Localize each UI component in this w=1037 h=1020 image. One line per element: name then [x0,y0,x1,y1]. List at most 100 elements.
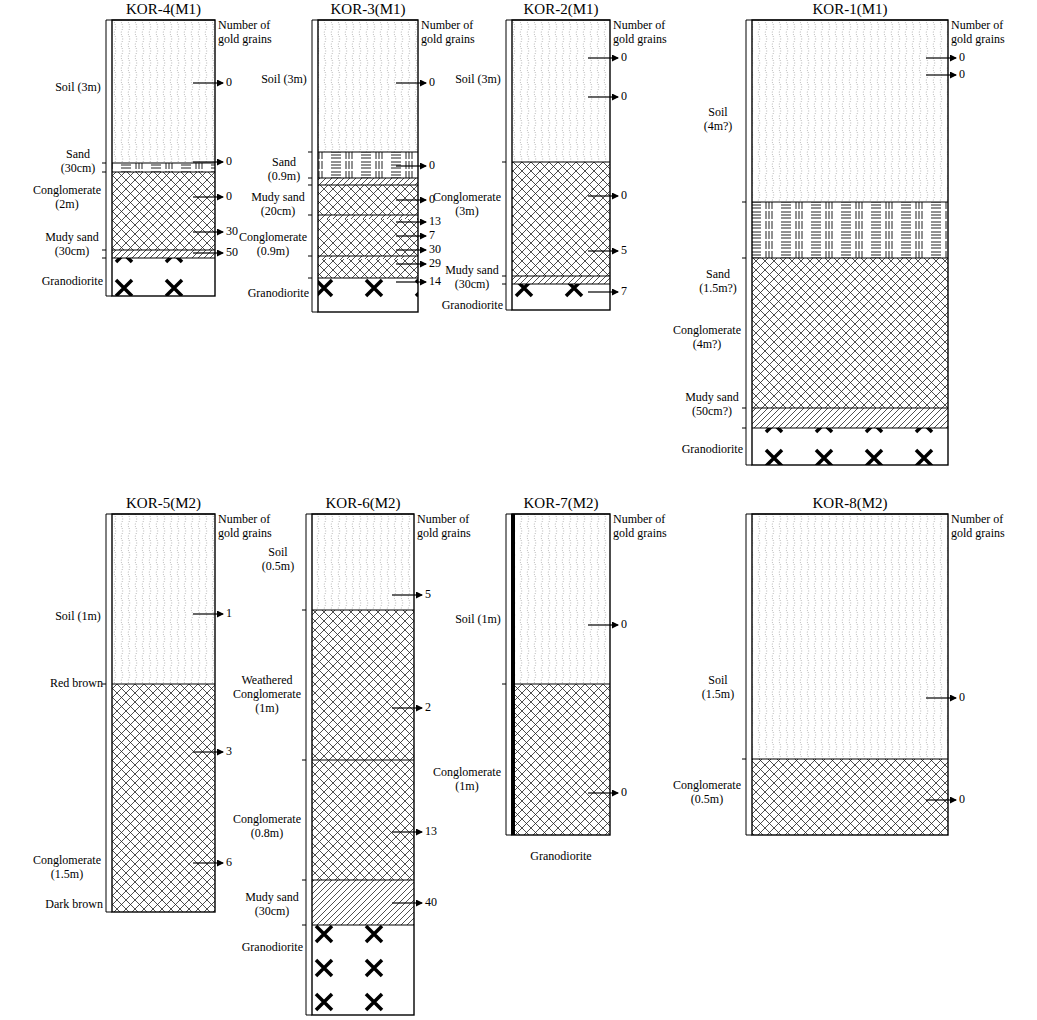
layer-boundary [318,278,418,279]
layer-boundary [112,163,215,164]
depth-bracket [506,514,507,835]
layer-label: Mudy sand (30cm) [41,231,103,259]
conglomerate-layer [752,258,948,408]
layer-label: Sand (0.9m) [259,156,309,184]
soil-layer [112,20,215,163]
column-title: KOR-7(M2) [524,495,599,512]
gold-count: 30 [429,243,441,257]
layer-boundary [312,925,414,926]
column-outline [112,20,215,296]
sample-arrow [588,792,618,793]
layer-boundary [752,202,948,203]
mudy-sand-layer [112,250,215,258]
sample-arrow [396,235,426,236]
layer-boundary [752,428,948,429]
sample-arrow [588,624,618,625]
layer-label: Granodiorite [442,299,503,313]
bracket-tick [106,912,112,913]
sand-layer [752,202,948,258]
soil-layer [318,20,418,152]
mudy-sand-layer [318,178,418,185]
layer-boundary [512,162,610,163]
sample-arrow [396,263,426,264]
column-title: KOR-8(M2) [813,495,888,512]
depth-bracket [106,20,107,296]
layer-boundary [312,760,414,761]
bracket-tick [746,514,752,515]
layer-boundary [318,152,418,153]
mudy-sand-layer [512,276,610,284]
sample-arrow [392,902,422,903]
gold-count: 0 [621,51,627,65]
column-header: Number of gold grains [417,513,489,541]
sample-arrow [588,195,618,196]
bracket-tick [106,296,112,297]
sample-arrow [926,799,956,800]
bracket-tick [308,215,312,216]
sample-arrow [193,613,223,614]
layer-label: Soil (3m) [453,73,503,87]
bracket-tick [306,514,312,515]
layer-boundary [112,172,215,173]
bracket-tick [742,428,746,429]
layer-label: Mudy sand (30cm) [241,891,303,919]
bracket-tick [102,258,106,259]
gold-count: 0 [621,189,627,203]
sample-arrow [396,281,426,282]
layer-boundary [752,759,948,760]
column-header: Number of gold grains [613,19,685,47]
column-title: KOR-2(M1) [524,1,599,18]
bracket-tick [308,178,312,179]
bracket-tick [312,20,318,21]
column-outline [512,514,610,835]
gold-count: 0 [959,793,965,807]
layer-label: Conglomerate (1.5m) [31,854,103,882]
columns [102,20,956,1015]
mudy-sand-layer [318,256,418,259]
layer-boundary [512,276,610,277]
layer-label: Conglomerate (0.5m) [671,779,743,807]
conglomerate-layer [112,684,215,912]
column-title: KOR-3(M1) [331,1,406,18]
bracket-tick [506,514,512,515]
depth-bracket [746,20,747,465]
bracket-tick [302,880,306,881]
gold-count: 5 [621,244,627,258]
soil-layer [512,514,610,684]
layer-label: Granodiorite [242,941,303,955]
layer-label: Soil (0.5m) [253,546,303,574]
layer-label: Dark brown [45,898,103,912]
column-outline [752,20,948,465]
sand-layer [318,152,418,178]
bracket-tick [502,276,506,277]
bracket-tick [308,256,312,257]
layer-boundary [312,610,414,611]
gold-count: 0 [429,159,435,173]
column-edge [511,514,515,835]
gold-count: 30 [226,225,238,239]
bracket-tick [742,759,746,760]
sample-arrow [392,707,422,708]
bracket-tick [308,152,312,153]
layer-label: Granodiorite [42,275,103,289]
column-header: Number of gold grains [613,513,685,541]
gold-count: 0 [429,76,435,90]
sample-arrow [588,250,618,251]
sample-arrow [926,57,956,58]
sample-arrow [588,291,618,292]
conglomerate-layer [312,760,414,880]
sample-arrow [193,252,223,253]
sample-arrow [396,221,426,222]
soil-layer [752,514,948,759]
bracket-tick [102,250,106,251]
gold-count: 0 [226,155,232,169]
sample-arrow [392,831,422,832]
bracket-tick [506,835,512,836]
sample-arrow [396,82,426,83]
gold-count: 0 [621,90,627,104]
gold-count: 0 [959,691,965,705]
sample-arrow [392,594,422,595]
conglomerate-layer [512,162,610,276]
sample-arrow [588,57,618,58]
layer-label: Granodiorite [248,287,309,301]
